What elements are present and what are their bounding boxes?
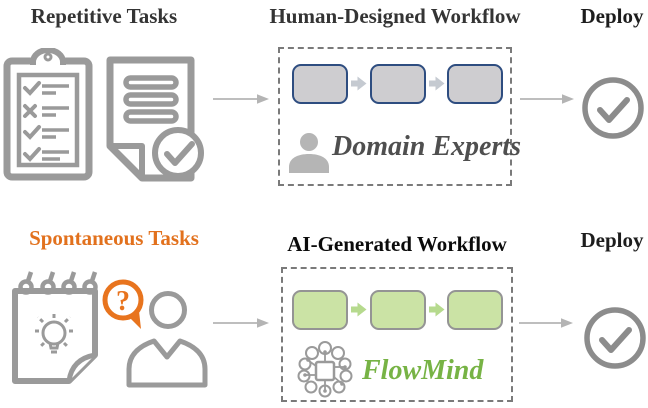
checklist-clipboard-icon [2, 48, 94, 182]
workflow-step-3 [447, 64, 503, 104]
deploy-title-bottom: Deploy [580, 228, 644, 252]
ai-generated-workflow-title: AI-Generated Workflow [287, 232, 507, 256]
arrow-to-deploy-bottom [519, 316, 573, 330]
arrow-to-workflow-bottom [213, 316, 269, 330]
workflow-step-3 [447, 290, 503, 330]
step-arrow-icon [429, 76, 445, 91]
user-filled-icon [286, 128, 332, 174]
question-mark: ? [116, 286, 130, 317]
repetitive-tasks-title: Repetitive Tasks [30, 4, 178, 28]
workflow-step-1 [292, 290, 348, 330]
domain-experts-label: Domain Experts [332, 131, 522, 162]
arrow-to-workflow-top [213, 92, 269, 106]
check-circle-icon [581, 76, 645, 140]
document-approved-icon [97, 54, 205, 184]
question-bubble-icon: ? [100, 279, 152, 331]
workflow-step-2 [370, 64, 426, 104]
check-circle-icon [583, 306, 647, 370]
step-arrow-icon [351, 302, 367, 317]
notepad-idea-icon [6, 270, 104, 388]
user-outline-icon [120, 288, 212, 388]
human-designed-workflow-title: Human-Designed Workflow [269, 4, 521, 28]
arrow-to-deploy-top [520, 92, 574, 106]
human-workflow-container: Domain Experts [278, 47, 521, 186]
step-arrow-icon [429, 302, 445, 317]
workflow-step-2 [370, 290, 426, 330]
deploy-title-top: Deploy [580, 4, 644, 28]
spontaneous-tasks-title: Spontaneous Tasks [29, 226, 199, 250]
flowmind-label: FlowMind [362, 355, 484, 386]
ai-workflow-container: FlowMind [281, 267, 513, 402]
workflow-step-1 [292, 64, 348, 104]
step-arrow-icon [351, 76, 367, 91]
ai-brain-chip-icon [296, 340, 354, 400]
